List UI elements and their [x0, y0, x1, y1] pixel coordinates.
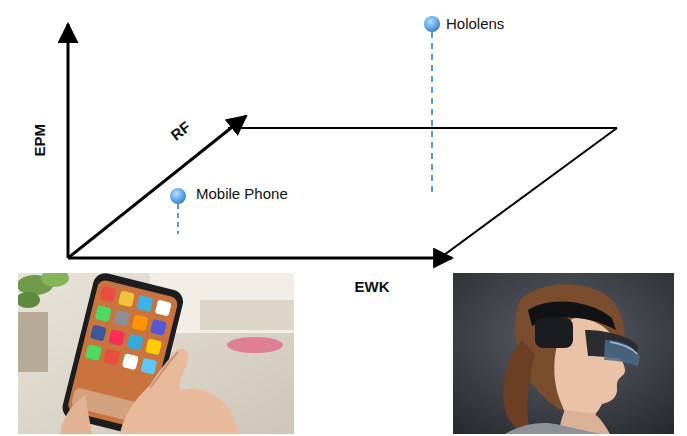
mobile-phone-photo: [18, 273, 294, 434]
point-label: Hololens: [446, 16, 504, 33]
axes: [68, 24, 452, 258]
data-points: [170, 16, 440, 234]
hololens-photo: [453, 273, 674, 434]
point-label: Mobile Phone: [196, 186, 288, 203]
axis-label: EPM: [32, 124, 49, 157]
axis-label: RF: [168, 118, 194, 143]
axis-label: EWK: [355, 279, 390, 296]
